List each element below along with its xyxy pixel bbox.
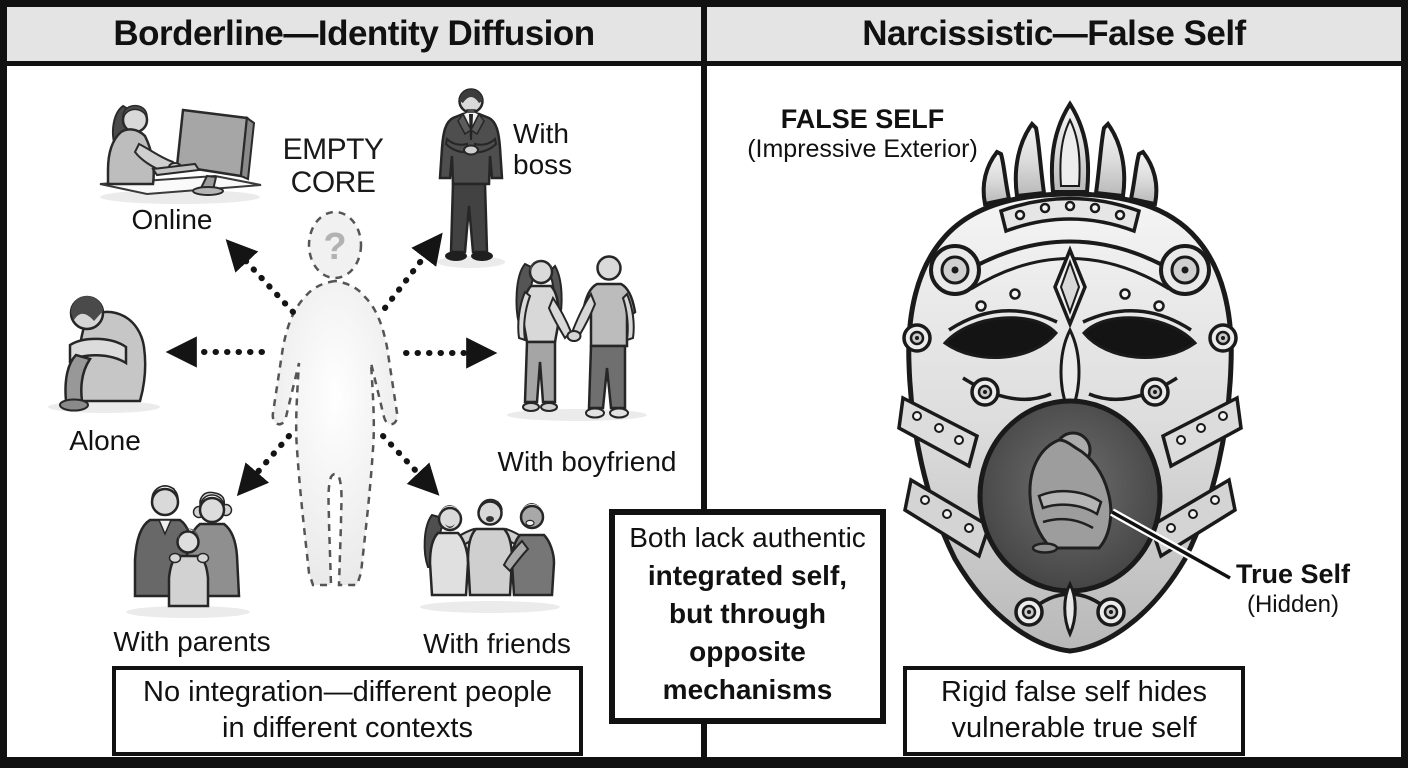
- context-label-alone: Alone: [69, 425, 141, 456]
- center-note-box: Both lack authentic integrated self, but…: [609, 509, 886, 724]
- empty-core-line2: CORE: [290, 166, 376, 199]
- context-label-online: Online: [131, 204, 213, 235]
- false-self-label: FALSE SELF (Impressive Exterior): [740, 103, 985, 164]
- center-note-line5: mechanisms: [662, 674, 833, 705]
- center-note-line4: opposite: [689, 636, 806, 667]
- center-note-line3: but through: [668, 598, 827, 629]
- left-caption-box: No integration—different people in diffe…: [112, 666, 583, 756]
- right-caption-line1: Rigid false self hides: [941, 676, 1207, 708]
- friends-group-icon: [420, 498, 560, 613]
- panel-divider: [701, 7, 707, 757]
- context-label-boss: With boss: [513, 118, 573, 180]
- true-self-title: True Self: [1235, 559, 1351, 589]
- hidden-true-self-figure: [1028, 431, 1113, 554]
- left-caption-line2: in different contexts: [222, 712, 473, 744]
- parents-family-icon: [126, 485, 250, 618]
- alone-hunched-figure-icon: [48, 295, 160, 413]
- context-label-boyfriend: With boyfriend: [497, 446, 677, 477]
- question-mark: ?: [323, 226, 346, 268]
- empty-core-line1: EMPTY: [282, 133, 384, 166]
- context-label-friends: With friends: [423, 628, 571, 659]
- true-self-label: True Self (Hidden): [1208, 558, 1378, 620]
- center-note-line1: Both lack authentic: [629, 522, 866, 553]
- false-self-subtitle: (Impressive Exterior): [747, 135, 978, 163]
- empty-core-dashed-silhouette: ?: [271, 210, 399, 587]
- boss-man-in-suit-icon: [437, 88, 505, 268]
- true-self-pointer-line: [1110, 508, 1232, 582]
- boyfriend-couple-icon: [507, 255, 647, 421]
- true-self-subtitle: (Hidden): [1246, 591, 1340, 618]
- center-note-line2: integrated self,: [647, 560, 848, 591]
- online-woman-at-computer-icon: [99, 104, 262, 204]
- empty-core-label: EMPTY CORE: [258, 133, 408, 199]
- right-caption-line2: vulnerable true self: [951, 712, 1197, 744]
- left-panel-title: Borderline—Identity Diffusion: [7, 7, 701, 66]
- left-caption-line1: No integration—different people: [143, 676, 552, 708]
- context-label-parents: With parents: [113, 626, 271, 657]
- false-self-title: FALSE SELF: [780, 104, 945, 134]
- right-panel-title: Narcissistic—False Self: [707, 7, 1401, 66]
- right-caption-box: Rigid false self hides vulnerable true s…: [903, 666, 1245, 756]
